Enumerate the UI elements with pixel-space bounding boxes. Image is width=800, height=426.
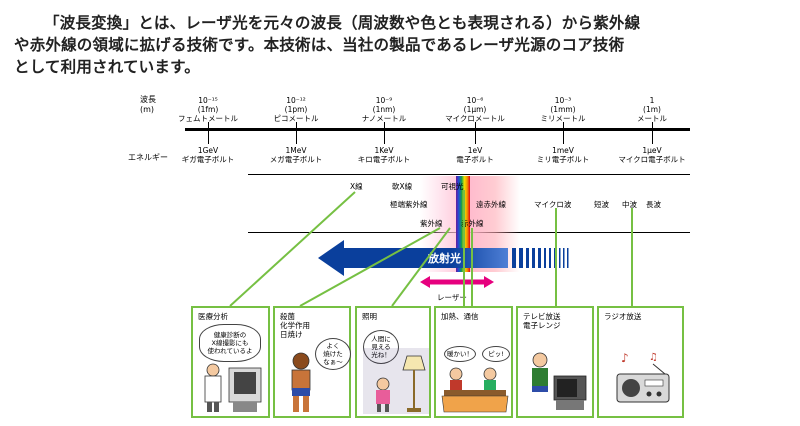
svg-text:♪: ♪ [621, 351, 629, 365]
intro-paragraph: 「波長変換」とは、レーザ光を元々の波長（周波数や色とも表現される）から紫外線 や… [14, 12, 794, 78]
longwave-label: 長波 [646, 200, 661, 209]
wl-tick-unit: (1fm) [197, 105, 219, 114]
tv-microwave-illustration [532, 352, 587, 410]
application-heating-box: 加熱、通信 暖かい！ ピッ! [434, 306, 513, 418]
application-title: 医療分析 [198, 312, 228, 321]
shortwave-label: 短波 [594, 200, 609, 209]
intro-line-2: や赤外線の領域に拡げる技術です。本技術は、当社の製品であるレーザ光源のコア技術 [14, 36, 625, 54]
wl-tick-name: メートル [637, 114, 667, 123]
scale-tick [563, 122, 564, 144]
energy-tick-value: 1GeV [197, 146, 219, 155]
radio-illustration: ♪ ♫ [616, 351, 670, 403]
wl-tick-exp: 10⁻⁹ [375, 96, 393, 105]
doctor-xray-illustration [204, 363, 262, 412]
energy-tick-name: キロ電子ボルト [357, 155, 411, 164]
wavelength-axis-label: 波長 (m) [140, 95, 156, 114]
radiation-label: 放射光 [428, 252, 461, 265]
wl-tick-name: ミリメートル [540, 114, 586, 123]
energy-tick-value: 1MeV [285, 146, 307, 155]
speech-bubble: 暖かい！ [444, 346, 476, 362]
application-title: 殺菌 化学作用 日焼け [280, 312, 310, 339]
application-radio-box: ラジオ放送 ♪ ♫ [597, 306, 684, 418]
extreme-uv-label: 極端紫外線 [390, 200, 428, 209]
application-title: 照明 [362, 312, 377, 321]
application-tv-microwave-box: テレビ放送 電子レンジ [516, 306, 594, 418]
wl-tick-name: マイクロメートル [445, 114, 505, 123]
uv-label: 紫外線 [420, 219, 443, 228]
energy-tick-value: 1meV [552, 146, 574, 155]
energy-tick-name: メガ電子ボルト [269, 155, 323, 164]
laser-arrow [420, 276, 494, 288]
scale-tick [208, 122, 209, 144]
energy-tick-value: 1μeV [642, 146, 662, 155]
wl-tick-exp: 10⁻⁶ [466, 96, 484, 105]
soft-xray-label: 軟X線 [392, 182, 413, 191]
kotatsu-illustration [441, 367, 509, 413]
scale-tick [475, 122, 476, 144]
intro-line-3: として利用されています。 [14, 58, 200, 76]
wl-tick-name: フェムトメートル [178, 114, 238, 123]
sunbathing-boy-illustration [291, 352, 311, 412]
wl-tick-exp: 1 [649, 96, 655, 105]
mediumwave-label: 中波 [622, 200, 637, 209]
wl-tick-unit: (1m) [643, 105, 661, 114]
xray-label: X線 [350, 182, 363, 191]
far-ir-label: 遠赤外線 [476, 200, 506, 209]
energy-tick-name: マイクロ電子ボルト [618, 155, 686, 164]
speech-bubble: 健康診断の X線撮影にも 使われているよ [199, 324, 261, 362]
application-sterilization-box: 殺菌 化学作用 日焼け よく 焼けた なぁ～ [273, 306, 351, 418]
application-medical-box: 医療分析 健康診断の X線撮影にも 使われているよ [191, 306, 270, 418]
svg-text:♫: ♫ [649, 352, 658, 363]
speech-bubble: よく 焼けた なぁ～ [315, 338, 351, 370]
intro-line-1: 「波長変換」とは、レーザ光を元々の波長（周波数や色とも表現される）から紫外線 [44, 14, 641, 32]
energy-tick-name: ミリ電子ボルト [536, 155, 590, 164]
laser-label: レーザー [437, 293, 467, 302]
energy-tick-value: 1eV [467, 146, 483, 155]
wl-tick-unit: (1μm) [463, 105, 487, 114]
energy-axis-label: エネルギー [128, 153, 168, 162]
wl-tick-name: ナノメートル [361, 114, 407, 123]
application-title: 加熱、通信 [441, 312, 479, 321]
application-title: テレビ放送 電子レンジ [523, 312, 561, 330]
scale-tick [384, 122, 385, 144]
wl-tick-unit: (1mm) [550, 105, 576, 114]
speech-bubble: ピッ! [482, 346, 510, 362]
energy-tick-name: ギガ電子ボルト [181, 155, 235, 164]
wl-tick-unit: (1nm) [372, 105, 396, 114]
wl-tick-name: ピコメートル [273, 114, 319, 123]
energy-tick-value: 1KeV [374, 146, 394, 155]
wl-tick-exp: 10⁻³ [554, 96, 572, 105]
speech-bubble: 人間に 見える 光ね！ [363, 330, 399, 364]
spectrum-top-line [248, 174, 690, 175]
wavelength-scale-bar [185, 128, 690, 131]
wl-tick-exp: 10⁻¹⁵ [198, 96, 218, 105]
application-lighting-box: 照明 人間に 見える 光ね！ [355, 306, 431, 418]
energy-tick-name: 電子ボルト [456, 155, 494, 164]
scale-tick [652, 122, 653, 144]
wl-tick-unit: (1pm) [284, 105, 308, 114]
application-title: ラジオ放送 [604, 312, 642, 321]
visible-light-label: 可視光 [441, 182, 464, 191]
radiation-arrow [318, 240, 569, 276]
lamp-girl-illustration [363, 348, 429, 414]
wl-tick-exp: 10⁻¹² [286, 96, 306, 105]
microwave-label: マイクロ波 [534, 200, 572, 209]
ir-label: 赤外線 [461, 219, 484, 228]
scale-tick [296, 122, 297, 144]
